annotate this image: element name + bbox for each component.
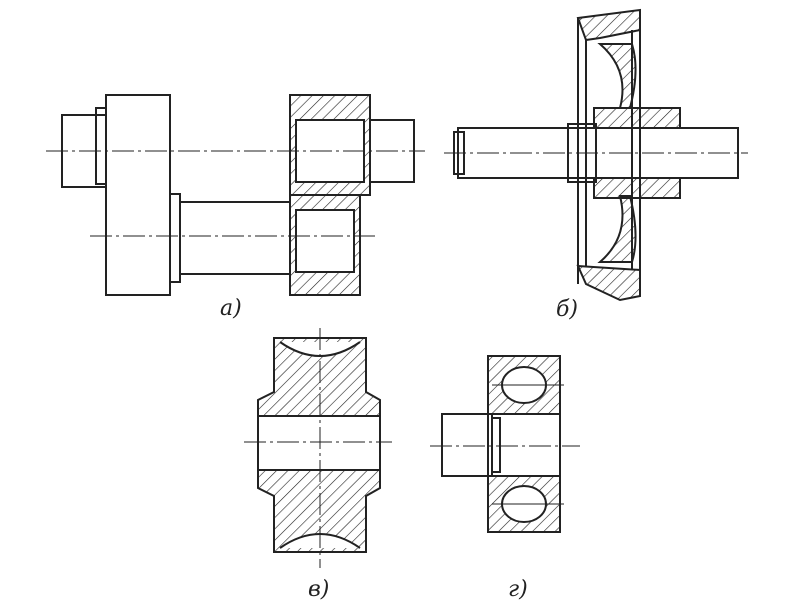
panel-a-crank-disc [105, 94, 171, 296]
panel-a-label: a) [220, 296, 242, 321]
panel-v-shaft-bore [257, 415, 381, 471]
panel-b-pulley-hub-top [593, 107, 681, 129]
panel-a-crank-pin [179, 201, 291, 275]
panel-b-pulley-rim-top [576, 8, 641, 42]
panel-b-spoke-upper [597, 43, 637, 109]
panel-v: в) [244, 328, 392, 602]
panel-v-gear-body-lower [257, 469, 381, 553]
panel-b-pulley-rim-bottom [576, 264, 641, 302]
panel-g-label: г) [508, 577, 528, 602]
panel-b-pulley-hub-bottom [593, 177, 681, 199]
panel-v-label: в) [308, 577, 329, 602]
panel-b: б) [444, 8, 748, 322]
panel-b-spoke-lower [597, 195, 637, 263]
panel-g: г) [430, 355, 580, 602]
panel-a: a) [46, 94, 425, 321]
panel-b-label: б) [556, 297, 578, 322]
panel-g-shaft [441, 413, 493, 477]
